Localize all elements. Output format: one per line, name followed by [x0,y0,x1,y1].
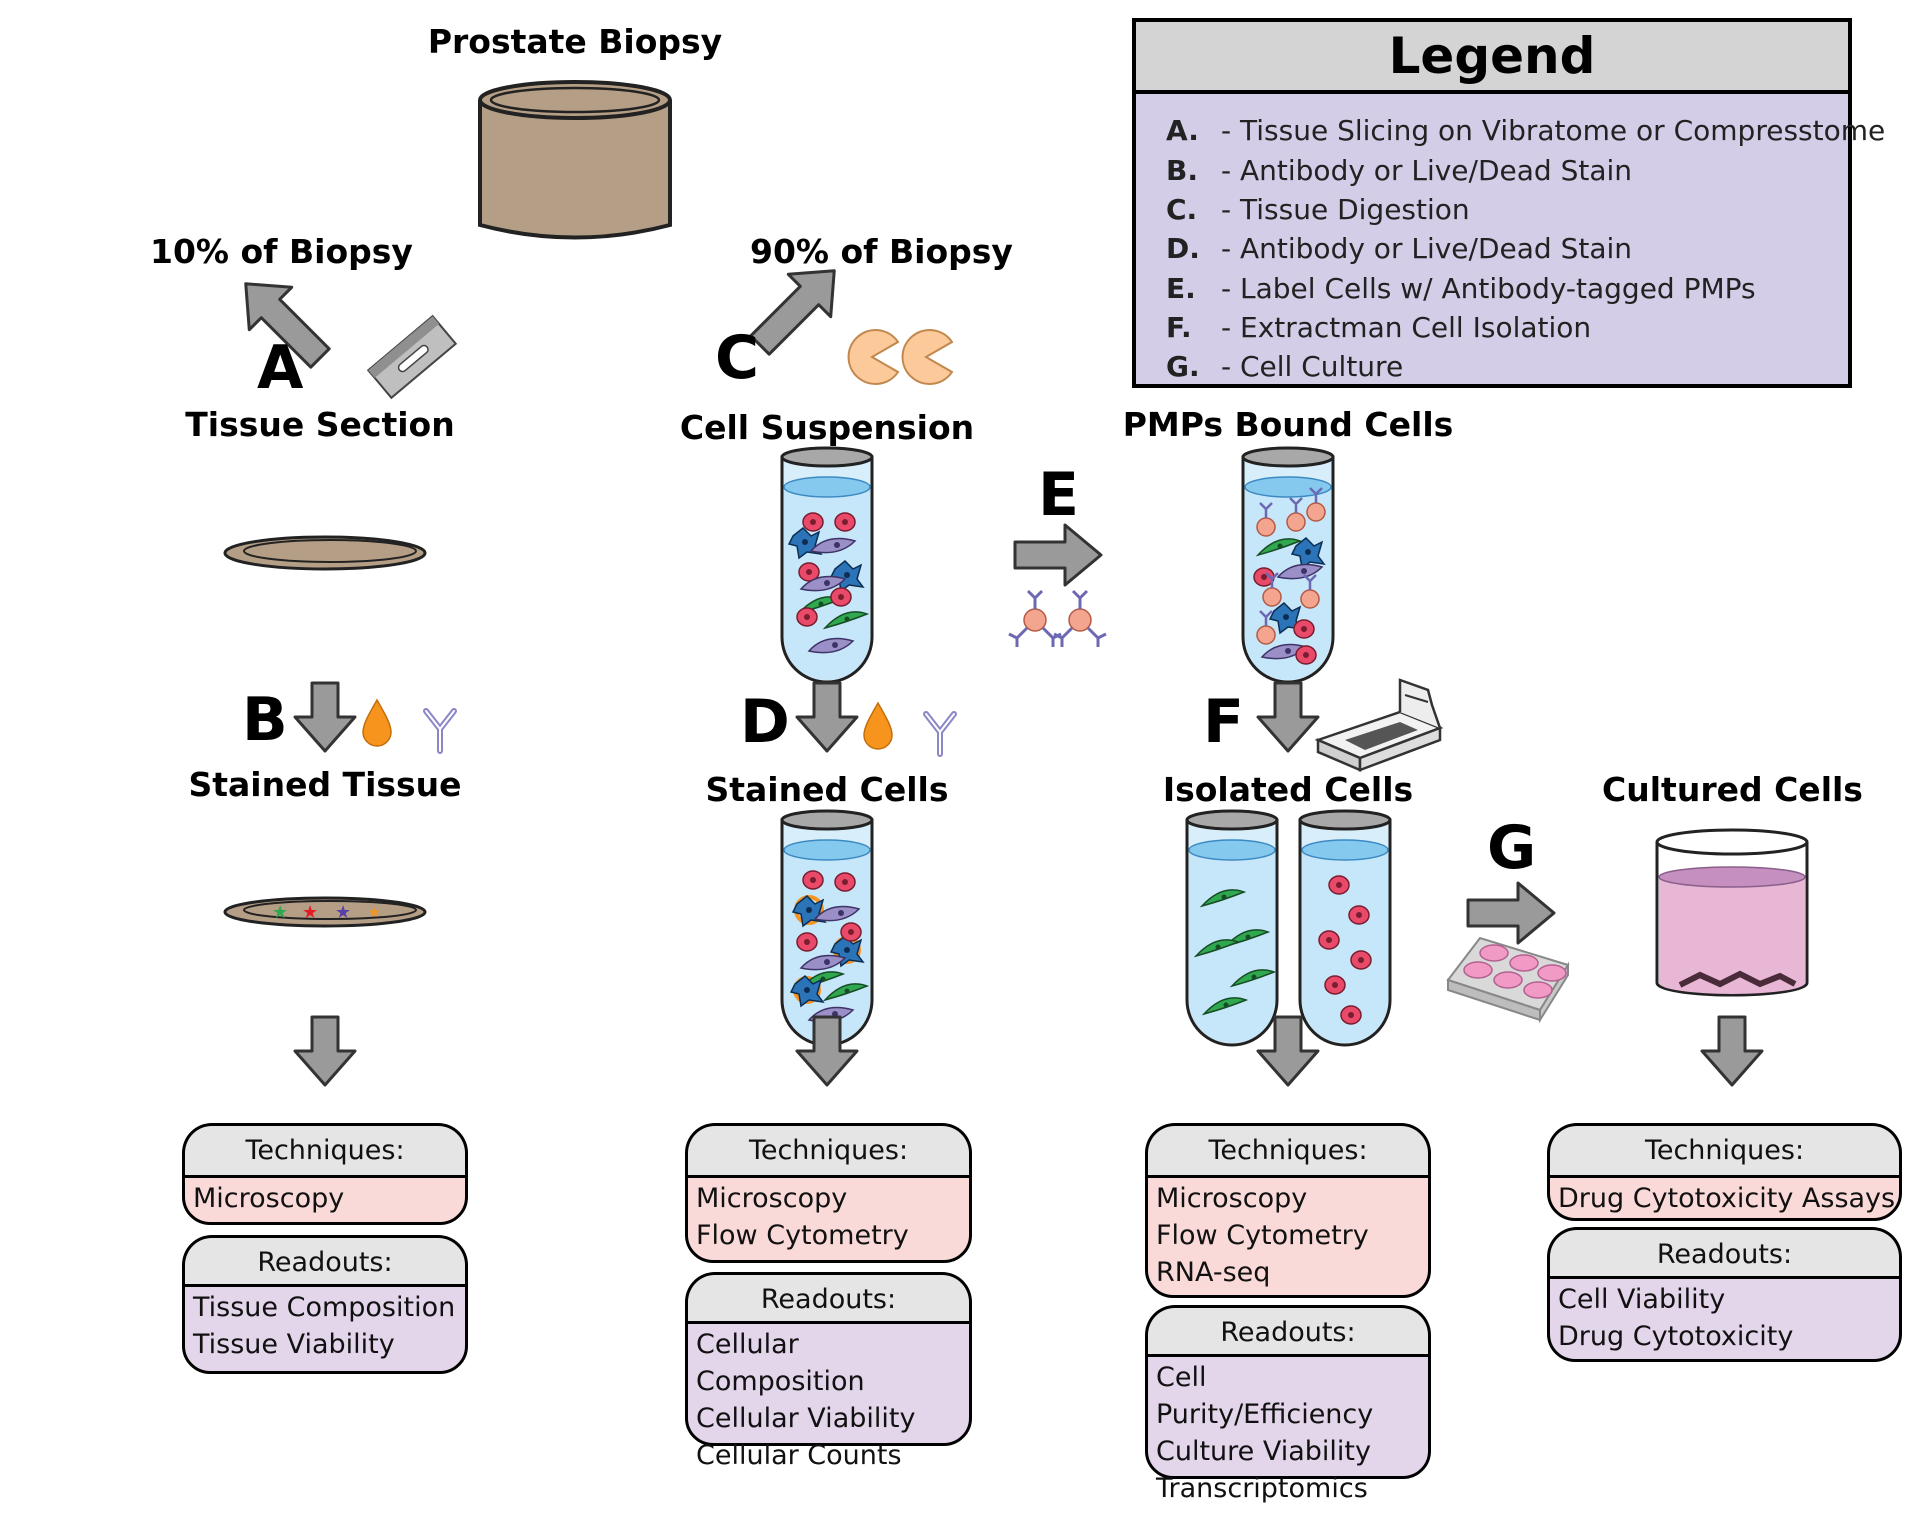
technique-item: Drug Cytotoxicity Assays [1558,1183,1896,1214]
arrow-a [244,282,331,369]
culture-beaker [1655,828,1809,997]
readout-item: Tissue Composition [193,1292,456,1323]
title-stained-tissue: Stained Tissue [188,765,462,804]
techniques-list-4: Drug Cytotoxicity Assays [1547,1175,1902,1221]
antibody-icon [426,711,454,751]
pmp-particles-icon [1008,589,1107,647]
pmps-bound-tube [1241,446,1335,684]
technique-item: RNA-seq [1156,1257,1271,1288]
technique-item: Microscopy [1156,1183,1308,1214]
svg-text:★: ★ [302,902,318,923]
readouts-list-4: Cell Viability Drug Cytotoxicity [1547,1276,1902,1362]
step-letter-d: D [740,687,790,757]
arrow-f [1256,681,1320,753]
stained-cells-tube [780,809,874,1047]
svg-text:★: ★ [368,905,381,921]
techniques-list-2: Microscopy Flow Cytometry [685,1175,972,1263]
step-letter-b: B [242,685,288,755]
arrow-analysis-1 [293,1015,357,1087]
readout-item: Cellular Counts [696,1440,902,1471]
techniques-header-2: Techniques: [685,1123,972,1177]
legend-item-a: A.- Tissue Slicing on Vibratome or Compr… [1166,114,1886,147]
readout-item: Cell Viability [1558,1284,1726,1315]
title-cultured-cells: Cultured Cells [1602,770,1863,809]
step-letter-e: E [1038,460,1079,530]
step-letter-f: F [1203,687,1244,757]
title-90-percent: 90% of Biopsy [750,232,1013,271]
readout-item: Cellular Viability [696,1403,916,1434]
techniques-list-3: Microscopy Flow Cytometry RNA-seq [1145,1175,1431,1298]
readout-item: Cell Purity/Efficiency [1156,1362,1374,1430]
techniques-header-4: Techniques: [1547,1123,1902,1177]
techniques-header-3: Techniques: [1145,1123,1431,1177]
live-dead-drop-icon [362,699,392,747]
well-plate-icon [1446,936,1570,1024]
step-letter-c: C [715,323,760,393]
svg-text:★: ★ [335,902,351,923]
readout-item: Cellular Composition [696,1329,865,1397]
live-dead-drop-icon-2 [863,702,893,750]
extractman-device-icon [1314,678,1444,772]
antibody-icon-2 [926,714,954,754]
razor-blade-icon [366,314,458,400]
isolated-red-tube [1298,809,1392,1047]
title-tissue-section: Tissue Section [185,405,455,444]
legend-item-g: G.- Cell Culture [1166,350,1404,383]
techniques-header-1: Techniques: [182,1123,468,1177]
readouts-list-1: Tissue Composition Tissue Viability [182,1284,468,1374]
technique-item: Microscopy [193,1183,345,1214]
arrow-e [1013,523,1103,587]
arrow-g [1466,881,1556,945]
technique-item: Flow Cytometry [696,1220,909,1251]
readouts-header-3: Readouts: [1145,1305,1431,1357]
legend-box: Legend A.- Tissue Slicing on Vibratome o… [1132,18,1885,388]
readout-item: Culture Viability [1156,1436,1371,1467]
legend-item-d: D.- Antibody or Live/Dead Stain [1166,232,1633,265]
arrow-d [795,681,859,753]
readouts-list-2: Cellular Composition Cellular Viability … [685,1321,972,1471]
legend-item-c: C.- Tissue Digestion [1166,193,1470,226]
title-10-percent: 10% of Biopsy [150,232,413,271]
legend-item-f: F.- Extractman Cell Isolation [1166,311,1592,344]
isolated-green-tube [1185,809,1279,1047]
title-cell-suspension: Cell Suspension [679,408,975,447]
svg-text:★: ★ [272,902,288,923]
title-stained-cells: Stained Cells [705,770,949,809]
arrow-c [749,269,836,356]
readouts-header-4: Readouts: [1547,1227,1902,1279]
readouts-header-1: Readouts: [182,1235,468,1287]
techniques-list-1: Microscopy [182,1175,468,1225]
readout-item: Drug Cytotoxicity [1558,1321,1794,1352]
legend-title: Legend [1136,22,1848,94]
arrow-analysis-4 [1700,1015,1764,1087]
technique-item: Microscopy [696,1183,848,1214]
arrow-b [293,681,357,753]
title-pmps-bound: PMPs Bound Cells [1122,405,1454,444]
step-letter-g: G [1487,813,1537,883]
title-prostate-biopsy: Prostate Biopsy [427,22,723,61]
readouts-list-3: Cell Purity/Efficiency Culture Viability… [1145,1354,1431,1504]
step-letter-a: A [257,333,304,403]
readout-item: Tissue Viability [193,1329,395,1360]
legend-item-e: E.- Label Cells w/ Antibody-tagged PMPs [1166,272,1756,305]
legend-item-b: B.- Antibody or Live/Dead Stain [1166,154,1633,187]
biopsy-cylinder [478,80,672,240]
readouts-header-2: Readouts: [685,1272,972,1324]
technique-item: Flow Cytometry [1156,1220,1369,1251]
tissue-section-disk [223,535,427,571]
stained-tissue-disk: ★ ★ ★ ★ [223,896,427,928]
title-isolated-cells: Isolated Cells [1162,770,1414,809]
enzyme-icon [847,329,954,385]
cell-suspension-tube [780,446,874,684]
readout-item: Transcriptomics [1156,1473,1368,1504]
